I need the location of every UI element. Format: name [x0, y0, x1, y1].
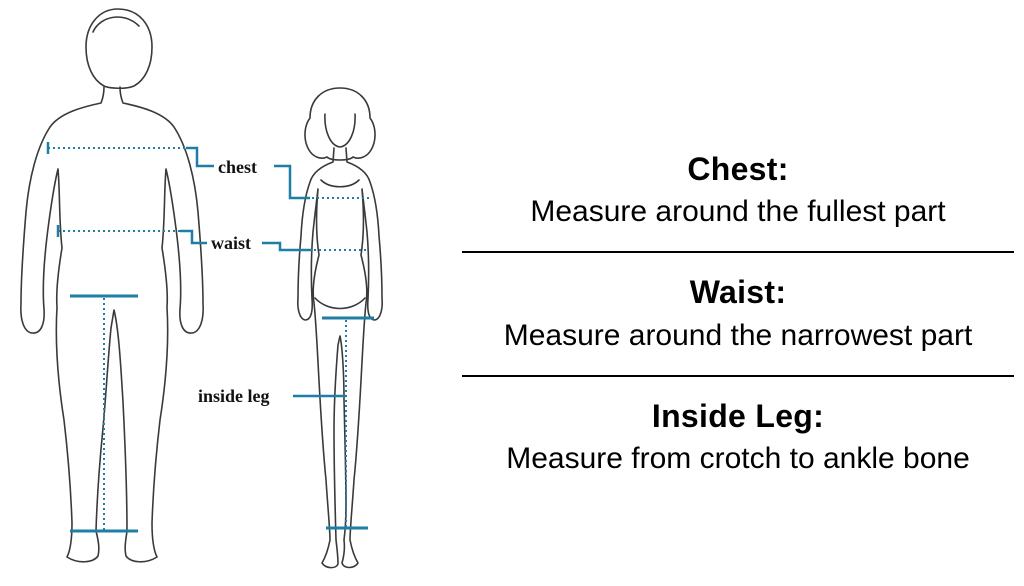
inside-leg-description: Measure from crotch to ankle bone [506, 442, 970, 476]
chest-diagram-label: chest [218, 157, 257, 177]
divider-2 [462, 374, 1014, 377]
waist-description: Measure around the narrowest part [503, 318, 973, 352]
chest-right-connector [274, 164, 310, 200]
instruction-chest: Chest: Measure around the fullest part [462, 150, 1014, 231]
measurement-diagram: chest waist inside leg [20, 8, 383, 569]
female-figure-outline [297, 87, 383, 569]
instructions-panel: Chest: Measure around the fullest part W… [462, 0, 1014, 586]
female-face [324, 113, 356, 148]
divider-1 [462, 251, 1014, 254]
label-connectors [180, 146, 346, 398]
measurement-lines [46, 142, 374, 533]
chest-heading: Chest: [687, 151, 789, 187]
female-neckline [320, 179, 360, 188]
inside-leg-heading: Inside Leg: [651, 397, 825, 434]
waist-right-connector [262, 241, 312, 252]
inside-leg-diagram-label: inside leg [198, 386, 270, 406]
waist-left-connector [180, 229, 207, 245]
chest-description: Measure around the fullest part [530, 195, 946, 229]
female-hair [304, 87, 376, 161]
male-body [20, 86, 204, 563]
male-figure-outline [20, 8, 204, 563]
instruction-inside-leg: Inside Leg: Measure from crotch to ankle… [462, 397, 1014, 478]
instruction-waist: Waist: Measure around the narrowest part [462, 273, 1014, 354]
female-briefs-line [314, 297, 366, 310]
chest-left-connector [186, 146, 214, 168]
male-hair [92, 16, 140, 33]
waist-diagram-label: waist [211, 233, 251, 253]
female-body [297, 147, 383, 569]
waist-heading: Waist: [689, 274, 787, 311]
male-head [85, 8, 153, 90]
